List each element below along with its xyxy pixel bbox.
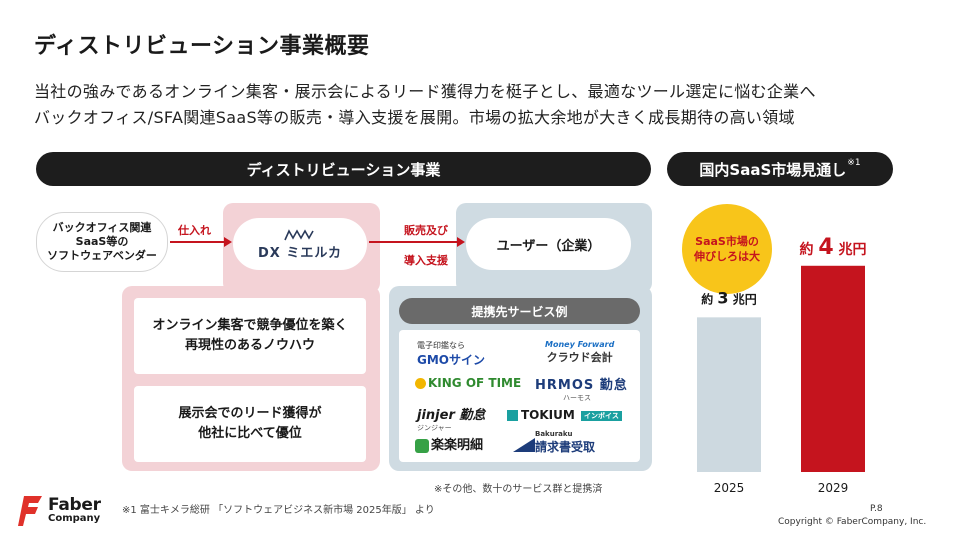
vendor-pill: バックオフィス関連 SaaS等の ソフトウェアベンダー — [36, 212, 168, 272]
arrow-out-label-1: 販売及び — [404, 224, 448, 237]
services-logo-card: 電子印鑑なら GMOサイン Money Forward クラウド会計 KING … — [399, 330, 640, 462]
bubble-line-1: SaaS市場の — [695, 235, 759, 248]
gmo-sign-logo: 電子印鑑なら GMOサイン — [417, 340, 485, 368]
arrow-out-line — [369, 241, 459, 243]
copyright: Copyright © FaberCompany, Inc. — [778, 517, 927, 527]
services-note: ※その他、数十のサービス群と提携済 — [434, 484, 603, 495]
hrmos-sub: ハーモス — [563, 394, 591, 402]
vendor-line-1: バックオフィス関連 — [52, 221, 152, 234]
king-of-time-logo: KING OF TIME — [415, 376, 521, 390]
page-title: ディストリビューション事業概要 — [34, 34, 370, 59]
tokium-icon — [507, 410, 518, 421]
mf-sub: Money Forward — [545, 340, 615, 349]
growth-bubble: SaaS市場の 伸びしろは大 — [682, 204, 772, 294]
strength-2-line-2: 他社に比べて優位 — [198, 426, 302, 441]
strength-card-2: 展示会でのリード獲得が 他社に比べて優位 — [134, 386, 366, 462]
gmo-name: GMOサイン — [417, 353, 485, 367]
category-label-2025: 2025 — [714, 481, 745, 495]
tokium-name: TOKIUM — [521, 408, 575, 422]
rakuraku-icon — [415, 438, 429, 453]
clock-icon — [415, 378, 426, 389]
kot-name: KING OF TIME — [428, 376, 522, 390]
bar-2029 — [801, 265, 865, 472]
page-number: P.8 — [870, 504, 883, 514]
faber-logo-icon — [18, 496, 42, 526]
market-header-note: ※1 — [847, 158, 861, 168]
jinjer-name: jinjer 勤怠 — [417, 408, 486, 423]
bubble-line-2: 伸びしろは大 — [694, 250, 760, 263]
bakuraku-sub: Bakuraku — [535, 430, 573, 438]
market-header-label: 国内SaaS市場見通し — [699, 160, 847, 179]
dx-mierka-logo: DX ミエルカ — [233, 218, 367, 270]
value-label-2029: 約 4 兆円 — [799, 235, 866, 260]
bakuraku-name: 請求書受取 — [535, 440, 596, 454]
jinjer-sub: ジンジャー — [417, 424, 452, 432]
lead-line-1: 当社の強みであるオンライン集客・展示会によるリード獲得力を梃子とし、最適なツール… — [34, 82, 816, 101]
arrow-right-icon — [457, 237, 465, 247]
market-header: 国内SaaS市場見通し※1 — [667, 152, 893, 186]
strength-card-1: オンライン集客で競争優位を築く 再現性のあるノウハウ — [134, 298, 366, 374]
mf-name: クラウド会計 — [546, 351, 613, 364]
user-pill: ユーザー（企業） — [466, 218, 631, 270]
distribution-header: ディストリビューション事業 — [36, 152, 651, 186]
bar-2025 — [697, 317, 761, 472]
services-header-label: 提携先サービス例 — [471, 304, 568, 319]
mierka-mascot-icon — [284, 228, 314, 240]
tokium-sub: インボイス — [581, 410, 622, 421]
market-bar-chart: 約 3 兆円 2025 約 4 兆円 2029 — [697, 235, 867, 495]
rakuraku-meisai-logo: 楽楽明細 — [415, 434, 483, 453]
gmo-sub: 電子印鑑なら — [417, 341, 465, 350]
value-label-2025: 約 3 兆円 — [701, 288, 757, 307]
arrow-right-icon — [224, 237, 232, 247]
hrmos-logo: HRMOS 勤怠 ハーモス — [535, 374, 628, 403]
logo-text-company: Company — [48, 513, 101, 524]
services-header: 提携先サービス例 — [399, 298, 640, 324]
category-label-2029: 2029 — [818, 481, 849, 495]
arrow-in-line — [170, 241, 226, 243]
arrow-in-label: 仕入れ — [178, 224, 211, 237]
user-label: ユーザー（企業） — [496, 238, 601, 254]
jinjer-logo: jinjer 勤怠 ジンジャー — [417, 404, 485, 433]
dx-name: ミエルカ — [286, 245, 342, 261]
money-forward-logo: Money Forward クラウド会計 — [545, 340, 614, 365]
footnote: ※1 富士キメラ総研 「ソフトウェアビジネス新市場 2025年版」 より — [122, 505, 435, 516]
strength-2-line-1: 展示会でのリード獲得が — [178, 406, 322, 421]
strength-1-line-2: 再現性のあるノウハウ — [184, 338, 315, 353]
vendor-line-2: SaaS等の — [75, 235, 129, 248]
arrow-out-label-2: 導入支援 — [404, 254, 448, 267]
bakuraku-icon — [513, 438, 535, 452]
tokium-logo: TOKIUM インボイス — [507, 408, 622, 422]
rakuraku-name: 楽楽明細 — [431, 438, 484, 453]
dx-brand: DX — [258, 245, 281, 261]
bakuraku-logo: Bakuraku 請求書受取 — [513, 430, 595, 455]
lead-line-2: バックオフィス/SFA関連SaaS等の販売・導入支援を展開。市場の拡大余地が大き… — [34, 108, 795, 127]
vendor-line-3: ソフトウェアベンダー — [47, 249, 157, 262]
strength-1-line-1: オンライン集客で競争優位を築く — [152, 318, 348, 333]
hrmos-name: HRMOS 勤怠 — [535, 378, 628, 393]
distribution-header-label: ディストリビューション事業 — [246, 160, 441, 179]
logo-text-faber: Faber — [48, 495, 101, 515]
